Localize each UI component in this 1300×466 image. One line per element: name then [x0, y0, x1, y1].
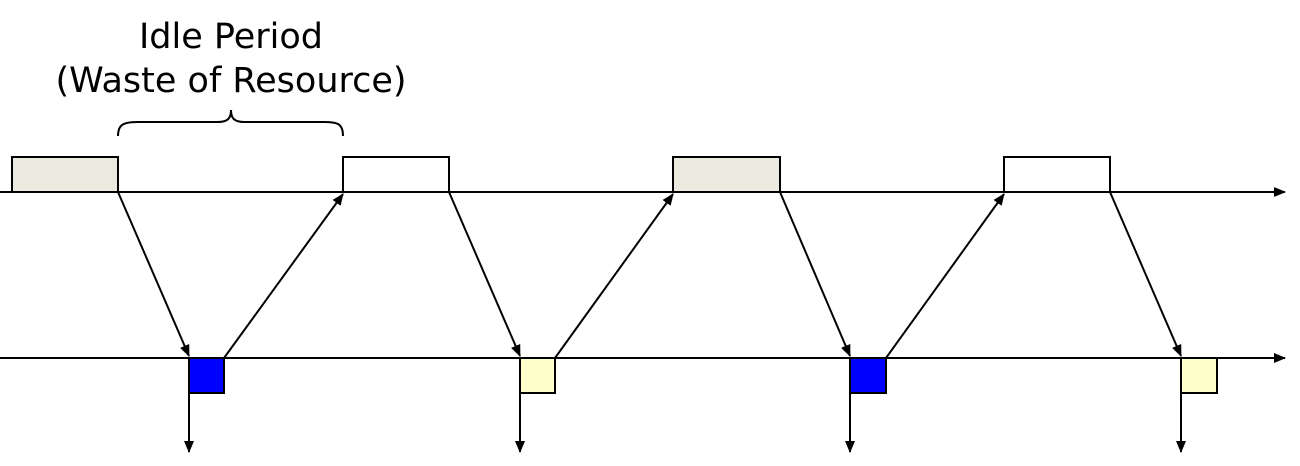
idle-period-brace: [117, 109, 344, 137]
down-arrow-1: [117, 191, 190, 357]
top-block-4: [1003, 156, 1111, 193]
top-block-1: [11, 156, 119, 193]
up-arrow-3: [885, 193, 1005, 359]
top-block-2: [342, 156, 450, 193]
down-arrow-2: [448, 191, 521, 357]
idle-period-subtitle: (Waste of Resource): [55, 61, 406, 101]
up-arrow-1: [223, 193, 344, 359]
up-arrow-2: [554, 193, 674, 359]
bottom-block-1: [188, 357, 225, 394]
top-block-3: [672, 156, 781, 193]
down-arrow-3: [779, 191, 851, 357]
bottom-block-2: [519, 357, 556, 394]
bottom-block-3: [849, 357, 887, 394]
idle-period-title: Idle Period: [139, 17, 323, 57]
down-arrow-4: [1109, 191, 1182, 357]
bottom-block-4: [1180, 357, 1218, 394]
